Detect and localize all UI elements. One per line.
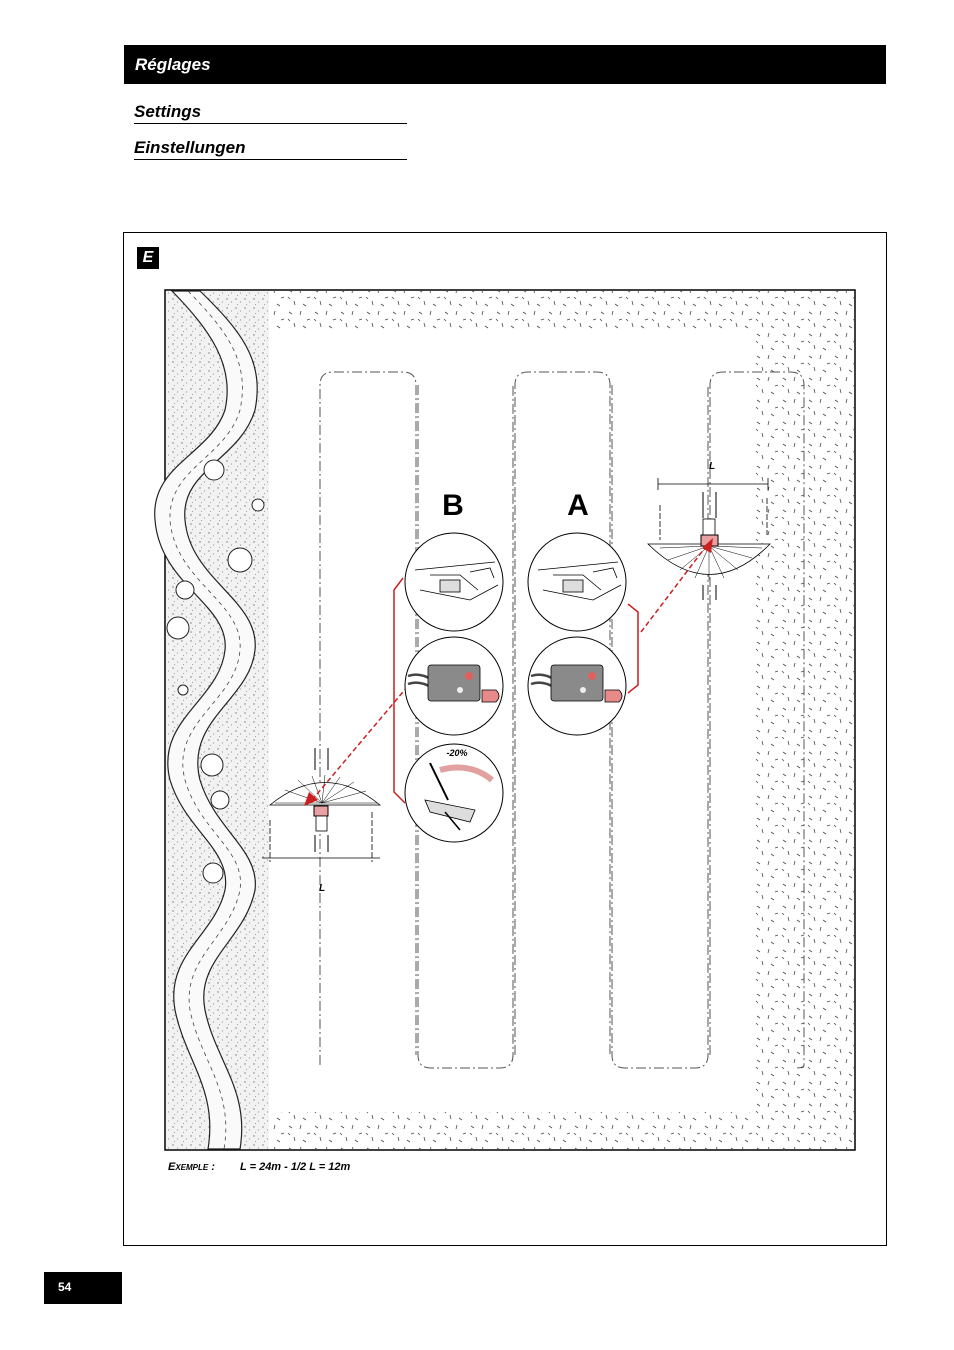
tractor-a	[647, 478, 771, 600]
red-connectors	[311, 544, 708, 804]
figure-letter: E	[137, 247, 159, 269]
bushes	[166, 459, 265, 884]
subtitle-german: Einstellungen	[134, 138, 407, 160]
river	[154, 290, 258, 1150]
callout-b-control-box	[404, 636, 504, 736]
section-title: Réglages	[135, 55, 211, 74]
footnote-label: Exemple :	[168, 1161, 215, 1173]
percent-label: -20%	[446, 748, 467, 758]
figure-frame	[123, 232, 887, 1246]
footnote-text: L = 24m - 1/2 L = 12m	[240, 1161, 351, 1173]
callout-a-control-box	[527, 636, 627, 736]
page-number: 54	[44, 1272, 122, 1304]
callout-a-hydraulic	[527, 532, 627, 632]
tractor-b	[262, 748, 382, 862]
callout-b-lever	[404, 743, 504, 843]
label-b: B	[442, 489, 464, 522]
section-title-bar: Réglages	[124, 45, 886, 84]
subtitle-english: Settings	[134, 102, 407, 124]
dimension-label-bottom: L	[319, 883, 325, 894]
field-border	[164, 289, 856, 1151]
headland-texture	[270, 291, 854, 1149]
callout-b-hydraulic	[404, 532, 504, 632]
arrow-head-b	[304, 792, 318, 806]
tramlines	[319, 371, 805, 1069]
dimension-label-top: L	[709, 461, 715, 472]
arrow-head-a	[702, 538, 713, 553]
label-a: A	[567, 489, 589, 522]
footnote: Exemple : L = 24m - 1/2 L = 12m	[168, 1161, 350, 1173]
